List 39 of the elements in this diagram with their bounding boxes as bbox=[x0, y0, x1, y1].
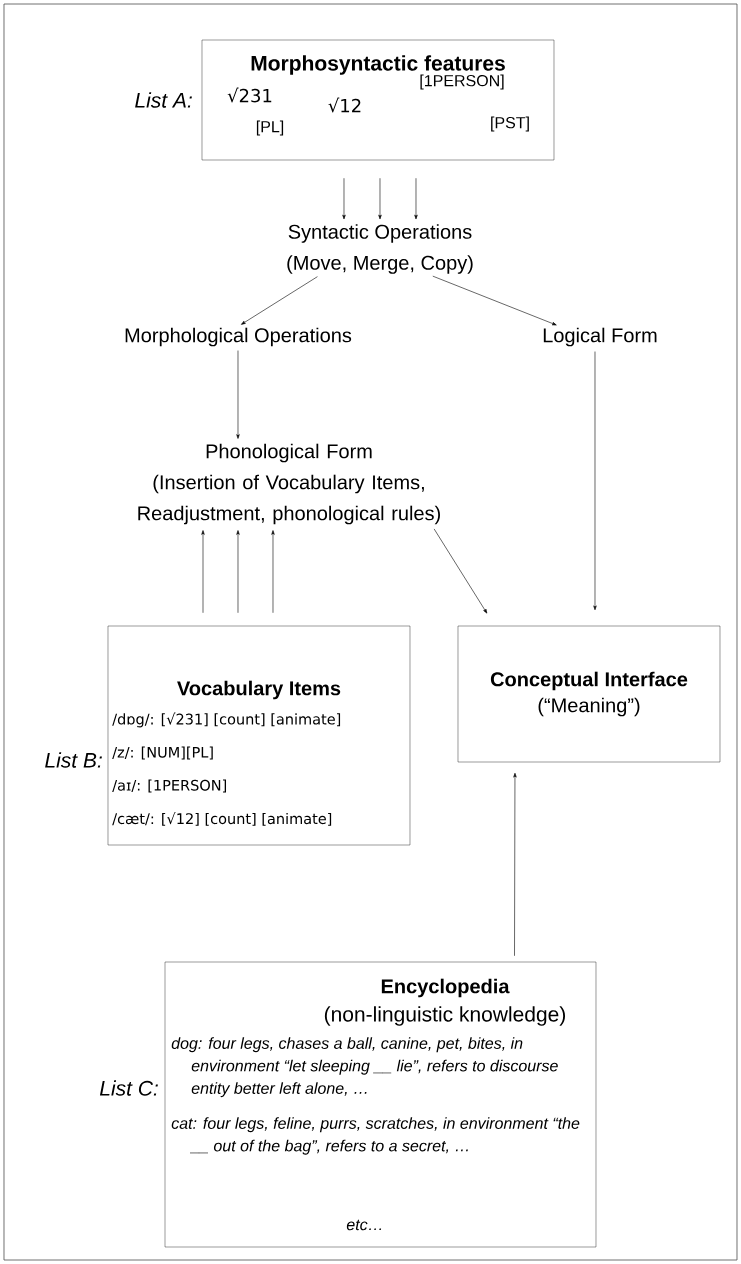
vocabulary-entry: /cæt/: [√12] [count] [animate] bbox=[112, 812, 332, 826]
list-label: List C: bbox=[99, 1080, 158, 1096]
arrow bbox=[378, 177, 382, 220]
feature-label: √231 bbox=[227, 87, 272, 103]
list-label: List B: bbox=[45, 752, 102, 768]
arrow bbox=[271, 530, 275, 614]
interface-box: Conceptual Interface (“Meaning”) bbox=[457, 625, 721, 763]
arrow bbox=[593, 351, 597, 611]
feature-label: √12 bbox=[328, 97, 361, 113]
vocabulary-entry: /dɒg/: [√231] [count] [animate] bbox=[112, 712, 341, 728]
stage-label: Phonological Form (Insertion of Vocabulary Items, Readjustment, phonological rules) bbox=[138, 443, 440, 525]
etc-label: etc… bbox=[346, 1219, 382, 1231]
arrow bbox=[342, 177, 346, 220]
box-heading: Vocabulary Items bbox=[177, 680, 341, 700]
stage-label: Logical Form bbox=[543, 327, 657, 347]
encyclopedia-entry: cat: four legs, feline, purrs, scratches, in environment “the __ out of the bag”, refers to a secret, … bbox=[171, 1117, 580, 1155]
arrow bbox=[241, 276, 318, 325]
feature-label: [1PERSON] bbox=[420, 74, 504, 90]
arrow bbox=[414, 177, 418, 220]
feature-label: [PL] bbox=[256, 120, 284, 136]
encyclopedia-entry: dog: four legs, chases a ball, canine, pet, bites, in environment “let sleeping __ lie”, refers to discourse entity better left alone, … bbox=[171, 1037, 558, 1098]
encyclopedia-box bbox=[164, 961, 597, 1248]
feature-box bbox=[201, 39, 555, 161]
vocabulary-entry: /z/: [NUM][PL] bbox=[112, 746, 213, 760]
arrow bbox=[433, 528, 488, 614]
vocabulary-entry: /aɪ/: [1PERSON] bbox=[112, 779, 226, 793]
arrow bbox=[236, 350, 240, 439]
box-subheading: (non-linguistic knowledge) bbox=[324, 1006, 565, 1026]
box-heading: Morphosyntactic features bbox=[251, 55, 505, 75]
feature-label: [PST] bbox=[491, 116, 529, 132]
arrow bbox=[432, 275, 557, 326]
vocabulary-box bbox=[107, 625, 411, 846]
box-heading: Encyclopedia bbox=[381, 978, 510, 998]
stage-label: Morphological Operations bbox=[125, 327, 352, 347]
stage-label: Syntactic Operations (Move, Merge, Copy) bbox=[287, 224, 473, 274]
list-label: List A: bbox=[135, 92, 192, 108]
arrow bbox=[513, 772, 517, 957]
arrow bbox=[201, 530, 205, 614]
arrow bbox=[236, 530, 240, 614]
